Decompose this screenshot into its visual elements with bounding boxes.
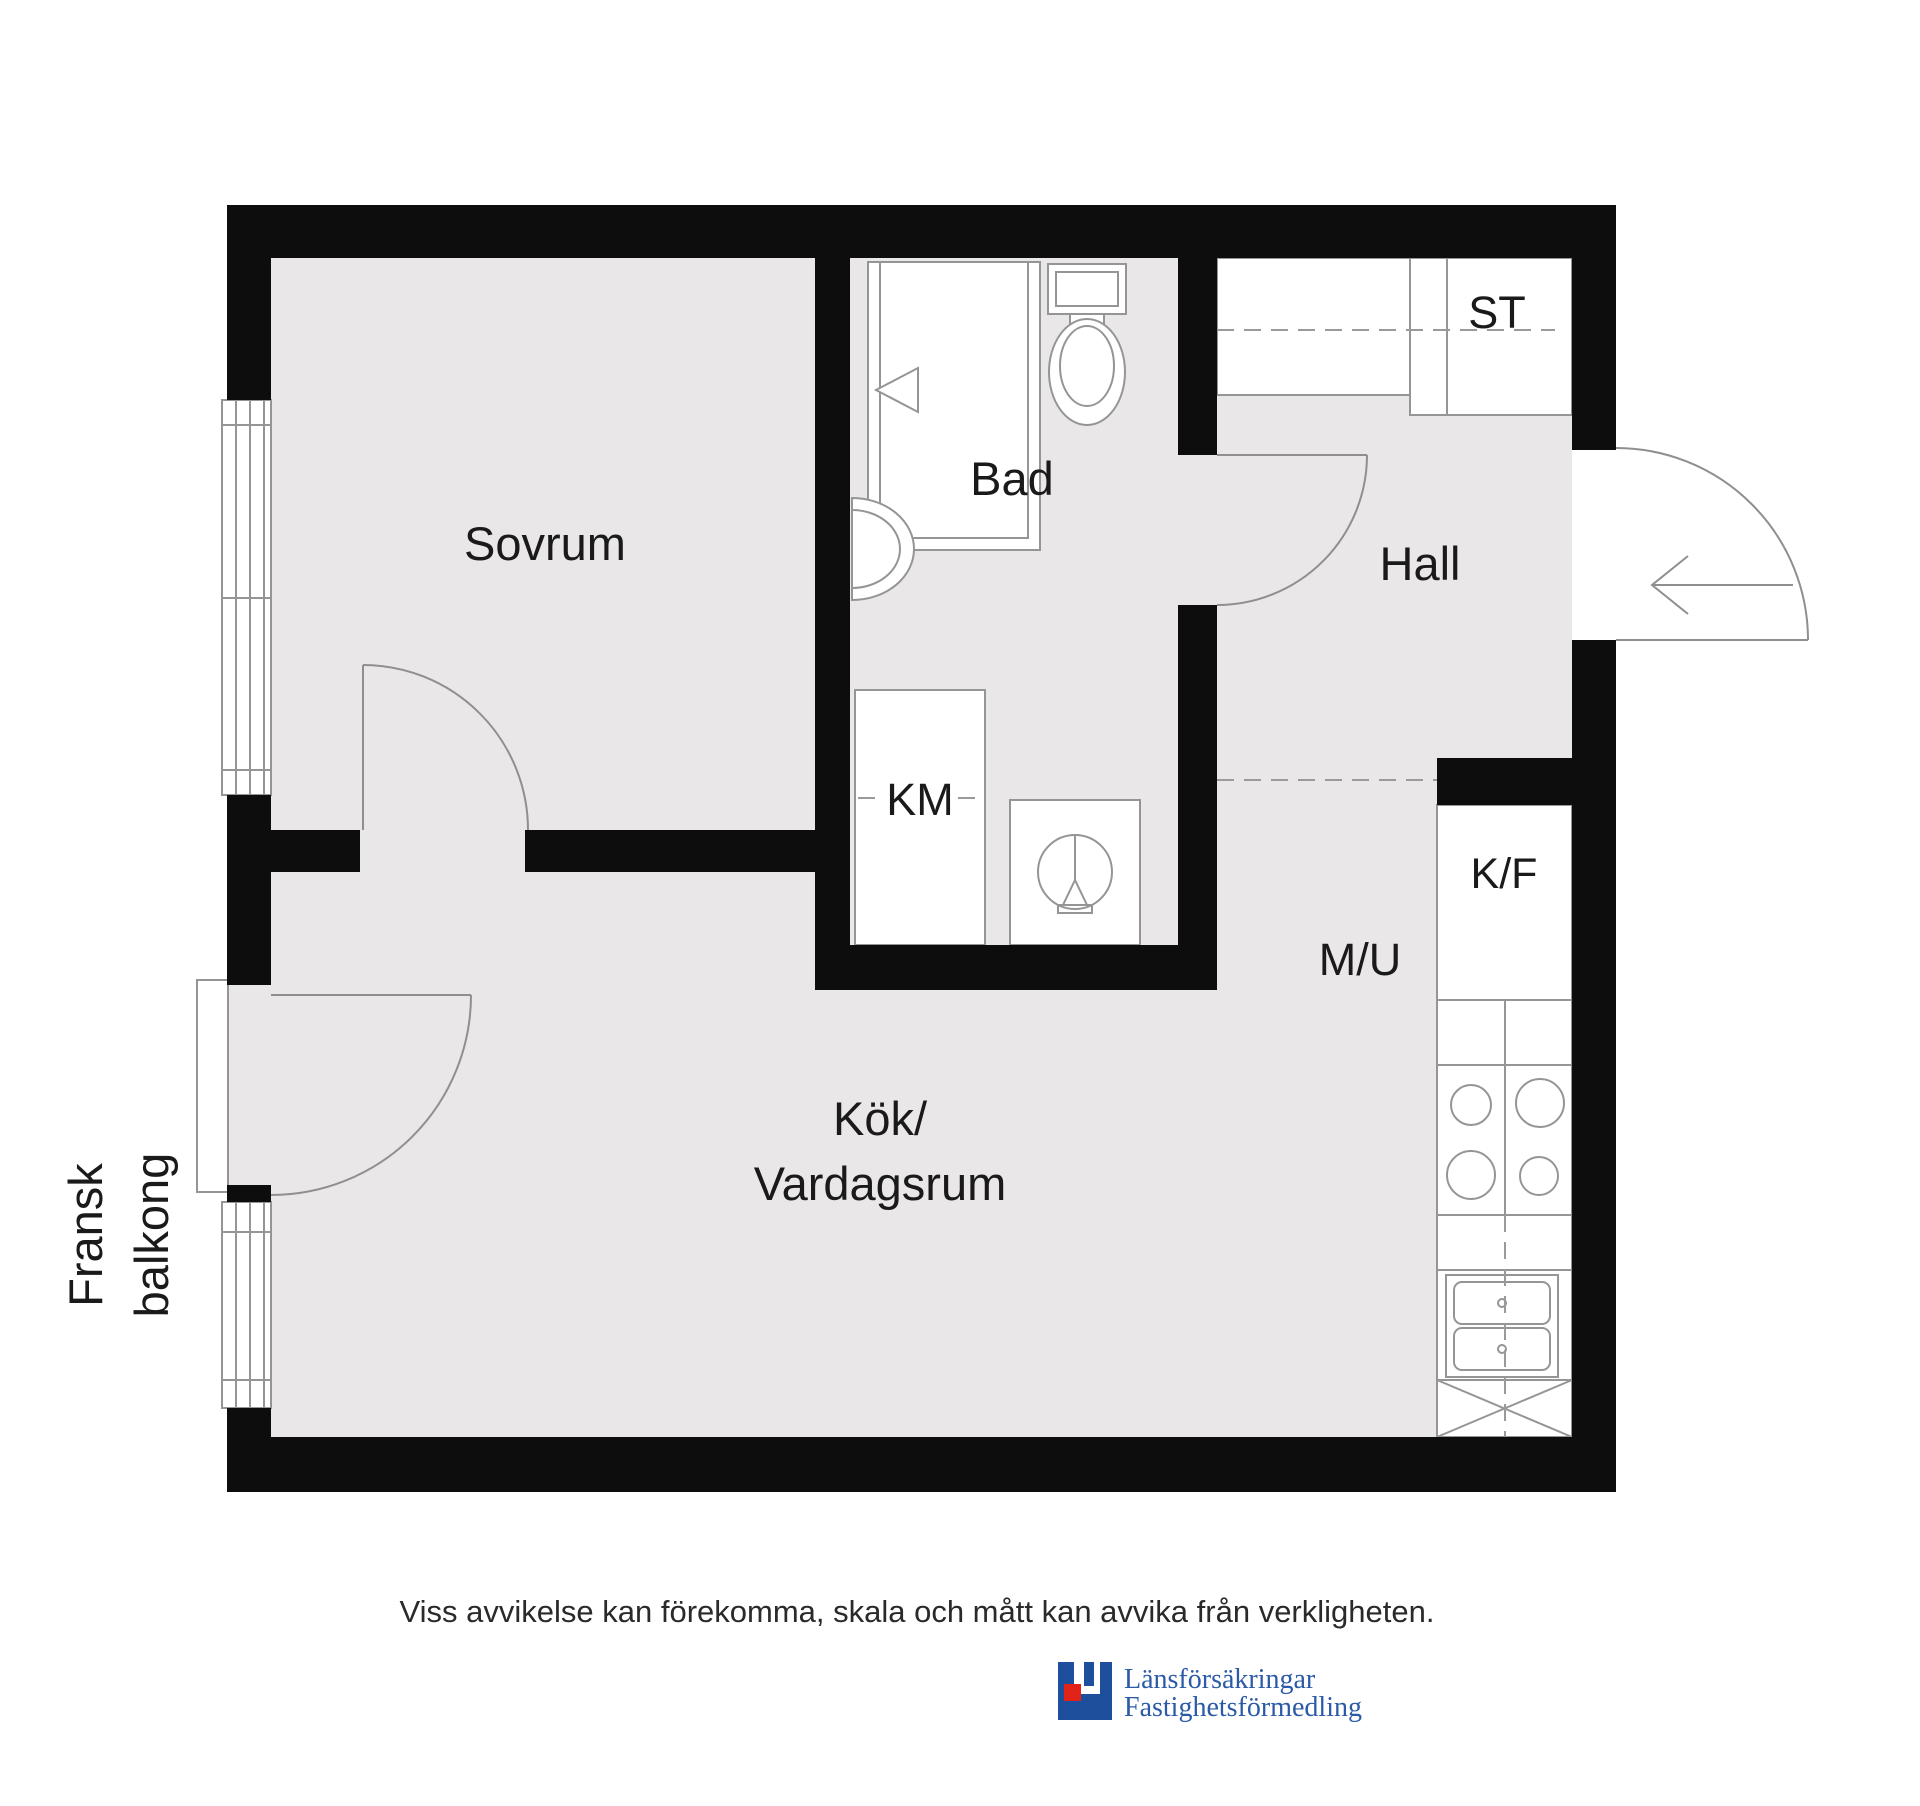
label-kf: K/F [1471,850,1538,898]
passage-floor [1217,780,1437,880]
wall-bottom [227,1437,1616,1492]
wardrobe-box [1216,257,1411,396]
kitchen-sink-double-icon [1445,1274,1559,1378]
wall-bad-east-upper [1178,258,1217,455]
label-balcony-line2: balkong [125,1153,178,1318]
logo-line2: Fastighetsförmedling [1124,1692,1362,1723]
balcony-door-swing [270,994,472,1196]
room-labels: Sovrum Bad Hall ST KM K/F M/U Kök/ Varda… [59,287,1537,1317]
sovrum-floor [271,258,815,830]
bedroom-window [221,399,272,796]
entry-door-swing [1615,447,1809,641]
washing-machine-box [854,689,986,946]
entry-arrow-icon [1650,555,1793,615]
bad-door-gap-floor [1178,455,1217,605]
wall-bad-east-lower [1178,605,1217,990]
bedroom-door-gap-floor [360,830,525,872]
st-closet-box [1409,257,1573,416]
bathroom-sink-icon [851,496,915,602]
label-mu: M/U [1319,934,1402,985]
label-km: KM [886,774,954,825]
disclaimer-text: Viss avvikelse kan förekomma, skala och … [400,1594,1435,1629]
logo-wordmark: Länsförsäkringar Fastighetsförmedling [1124,1664,1362,1723]
wall-bad-south [815,945,1217,990]
walls [227,205,1616,1492]
bathroom-door-swing [1216,454,1368,606]
label-bad: Bad [970,452,1054,505]
wall-left-upper [227,258,271,400]
wall-sovrum-east [815,258,850,990]
label-kok-line2: Vardagsrum [754,1157,1007,1210]
wall-sovrum-south-left [271,830,360,872]
wall-kitchen-north [1437,758,1616,805]
balcony-door-frame [196,979,229,1193]
dashed-lines [858,329,1555,1437]
footer: Viss avvikelse kan förekomma, skala och … [400,1594,1435,1723]
livingroom-window [221,1201,272,1409]
balcony-door-gap-floor [228,985,271,1185]
wall-sovrum-south-right [525,830,815,872]
wall-right-upper [1572,258,1616,450]
toilet-icon [1047,263,1127,426]
wall-left-stub [227,1185,271,1202]
wall-left-mid [227,795,271,985]
label-hall: Hall [1380,537,1461,590]
lansforsakringar-logo-icon [1058,1662,1112,1720]
doors [270,447,1809,1196]
stove-burners-icon [1446,1078,1565,1200]
logo-line1: Länsförsäkringar [1124,1664,1316,1695]
label-kok-line1: Kök/ [833,1092,928,1145]
label-balcony-line1: Fransk [59,1163,112,1307]
label-st: ST [1468,287,1526,338]
fixtures [196,257,1573,1438]
shower-icon [867,261,1041,551]
bedroom-door-swing [362,664,529,831]
washbasin-round-icon [1009,799,1141,946]
wall-top [227,205,1616,258]
label-sovrum: Sovrum [464,517,626,570]
